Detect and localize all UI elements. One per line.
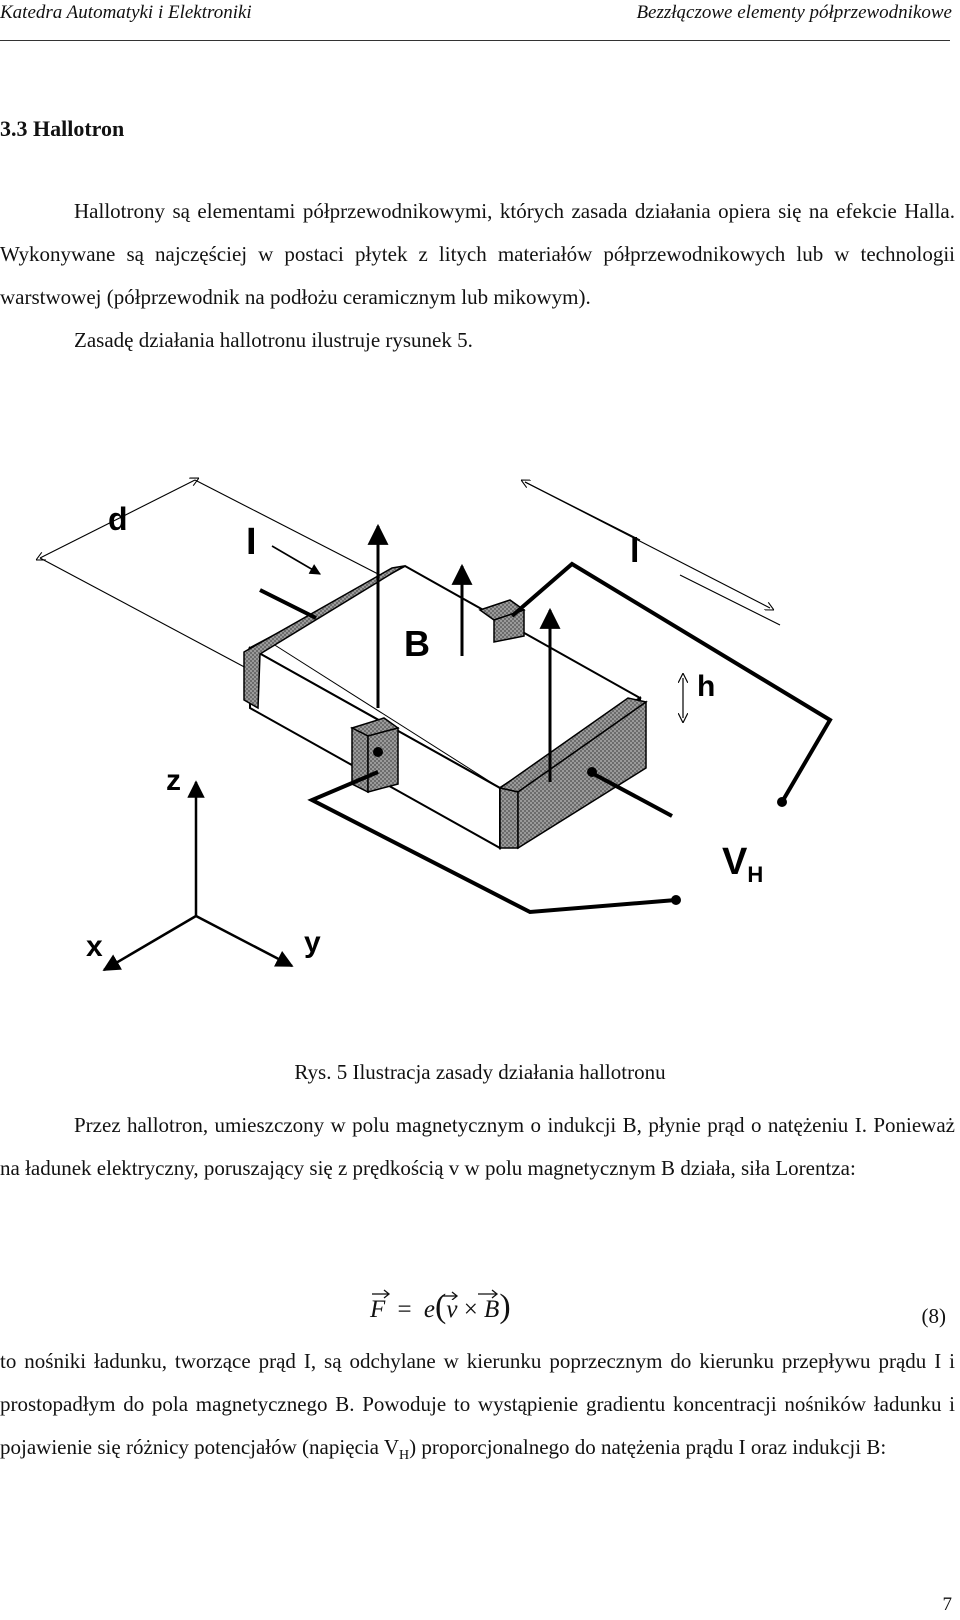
current-arrow (271, 545, 321, 575)
dimension-l (525, 482, 781, 626)
eq-B: B (484, 1296, 500, 1323)
label-V-subscript: H (747, 862, 763, 887)
coordinate-axes (102, 780, 294, 972)
label-y: y (304, 926, 321, 959)
figure-caption: Rys. 5 Ilustracja zasady działania hallo… (294, 1060, 666, 1084)
header-right: Bezzłączowe elementy półprzewodnikowe (636, 2, 952, 23)
eq-F: F (370, 1296, 386, 1323)
eq-rparen: ) (499, 1288, 511, 1325)
vector-arrows (372, 1289, 499, 1300)
label-VH: VH (722, 841, 763, 887)
hall-effect-text-end: ) proporcjonalnego do natężenia prądu I … (409, 1435, 887, 1459)
lorentz-intro-text: Przez hallotron, umieszczony w polu magn… (0, 1113, 955, 1180)
eq-e: e (423, 1296, 435, 1323)
label-z: z (166, 764, 181, 797)
hallotron-figure: d I l B h z x y VH (0, 470, 833, 972)
hall-voltage-wires (307, 561, 833, 915)
eq-cross: × (463, 1296, 478, 1323)
dimension-d (40, 480, 381, 671)
current-electrodes (243, 565, 648, 850)
hall-electrodes (350, 599, 526, 794)
intro-paragraph-1: Hallotrony są elementami półprzewodnikow… (0, 199, 955, 309)
magnetic-field-arrows (367, 523, 561, 782)
current-input-wire (259, 588, 317, 620)
eq-equals: = (397, 1296, 412, 1323)
header-left: Katedra Automatyki i Elektroniki (0, 2, 252, 23)
page-number: 7 (942, 1594, 953, 1615)
body-paragraph-4: to nośniki ładunku, tworzące prąd I, są … (0, 1340, 955, 1477)
body-paragraph-3: Przez hallotron, umieszczony w polu magn… (0, 1104, 955, 1190)
eq-v: v (446, 1296, 458, 1323)
header-rule (0, 40, 950, 41)
lorentz-equation: F = e(v × B) (370, 1288, 511, 1326)
hall-voltage-subscript: H (399, 1448, 410, 1464)
intro-paragraph-2: Zasadę działania hallotronu ilustruje ry… (74, 328, 473, 352)
label-V: V (722, 841, 748, 883)
label-x: x (86, 930, 103, 963)
section-title: 3.3 Hallotron (0, 116, 125, 141)
label-d: d (108, 501, 128, 537)
label-I: I (246, 521, 257, 563)
equation-number: (8) (921, 1304, 947, 1328)
hall-effect-text: to nośniki ładunku, tworzące prąd I, są … (0, 1340, 955, 1477)
hall-effect-text-main: to nośniki ładunku, tworzące prąd I, są … (0, 1349, 955, 1459)
label-h: h (697, 670, 715, 703)
label-l: l (630, 532, 639, 570)
eq-lparen: ( (435, 1288, 447, 1325)
wire-terminals (373, 747, 787, 905)
intro-text: Hallotrony są elementami półprzewodnikow… (0, 190, 955, 362)
label-B: B (404, 623, 430, 664)
